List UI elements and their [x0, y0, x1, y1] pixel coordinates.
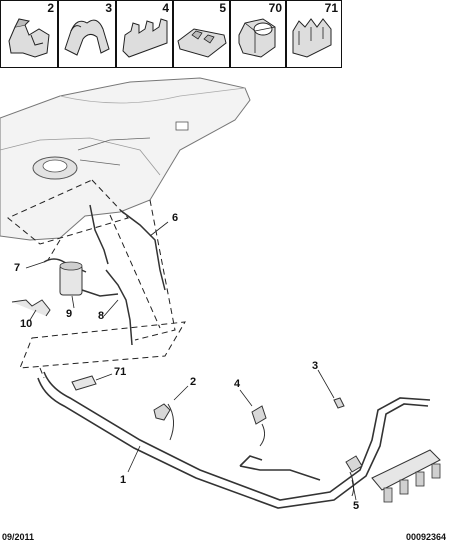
main-fuel-line [37, 371, 431, 509]
clip-2-on-line [153, 403, 171, 421]
callout-1: 1 [120, 474, 127, 486]
footer-date: 09/2011 [2, 532, 35, 542]
legend-cell-2[interactable]: 2 [0, 0, 58, 68]
filter-assembly [43, 204, 166, 346]
legend-number: 71 [324, 1, 338, 15]
legend-cell-70[interactable]: 70 [230, 0, 286, 68]
legend-number: 5 [219, 1, 226, 15]
dashed-guide-lines [7, 179, 186, 379]
callout-71: 71 [114, 366, 127, 378]
callout-9: 9 [66, 308, 73, 320]
callout-6: 6 [172, 212, 179, 224]
footer-reference: 00092364 [405, 532, 446, 542]
clip-71-on-line [71, 375, 97, 391]
clip-comb-icon [122, 18, 168, 58]
clip-double-icon [8, 18, 50, 58]
fuel-tank [0, 77, 251, 241]
callout-2: 2 [190, 376, 197, 388]
bracket-10 [11, 299, 51, 317]
legend-number: 3 [105, 1, 112, 15]
clip-omega-icon [64, 19, 110, 56]
legend-cell-4[interactable]: 4 [116, 0, 173, 68]
tank-hose [119, 209, 166, 291]
legend-cell-71[interactable]: 71 [286, 0, 342, 68]
callout-10: 10 [20, 318, 33, 330]
legend-cell-3[interactable]: 3 [58, 0, 116, 68]
callout-5: 5 [353, 500, 360, 512]
nut-icon [238, 18, 276, 58]
legend-number: 70 [268, 1, 282, 15]
callout-4: 4 [234, 378, 241, 390]
clip-5-on-line [345, 455, 363, 473]
fuel-rail [371, 449, 441, 503]
legend-number: 4 [162, 1, 169, 15]
clip-triple-icon [292, 18, 332, 58]
clip-plate-icon [177, 28, 227, 58]
callout-leaders [25, 221, 357, 501]
legend-number: 2 [47, 1, 54, 15]
callout-8: 8 [98, 310, 105, 322]
leader-line [167, 403, 174, 441]
clip-4-on-line [251, 405, 267, 425]
parts-legend-strip: 2 3 4 5 70 71 [0, 0, 450, 69]
legend-cell-5[interactable]: 5 [173, 0, 230, 68]
filter-hose [105, 269, 133, 346]
connector-3 [333, 397, 345, 409]
callout-7: 7 [14, 262, 21, 274]
callout-3: 3 [312, 360, 319, 372]
